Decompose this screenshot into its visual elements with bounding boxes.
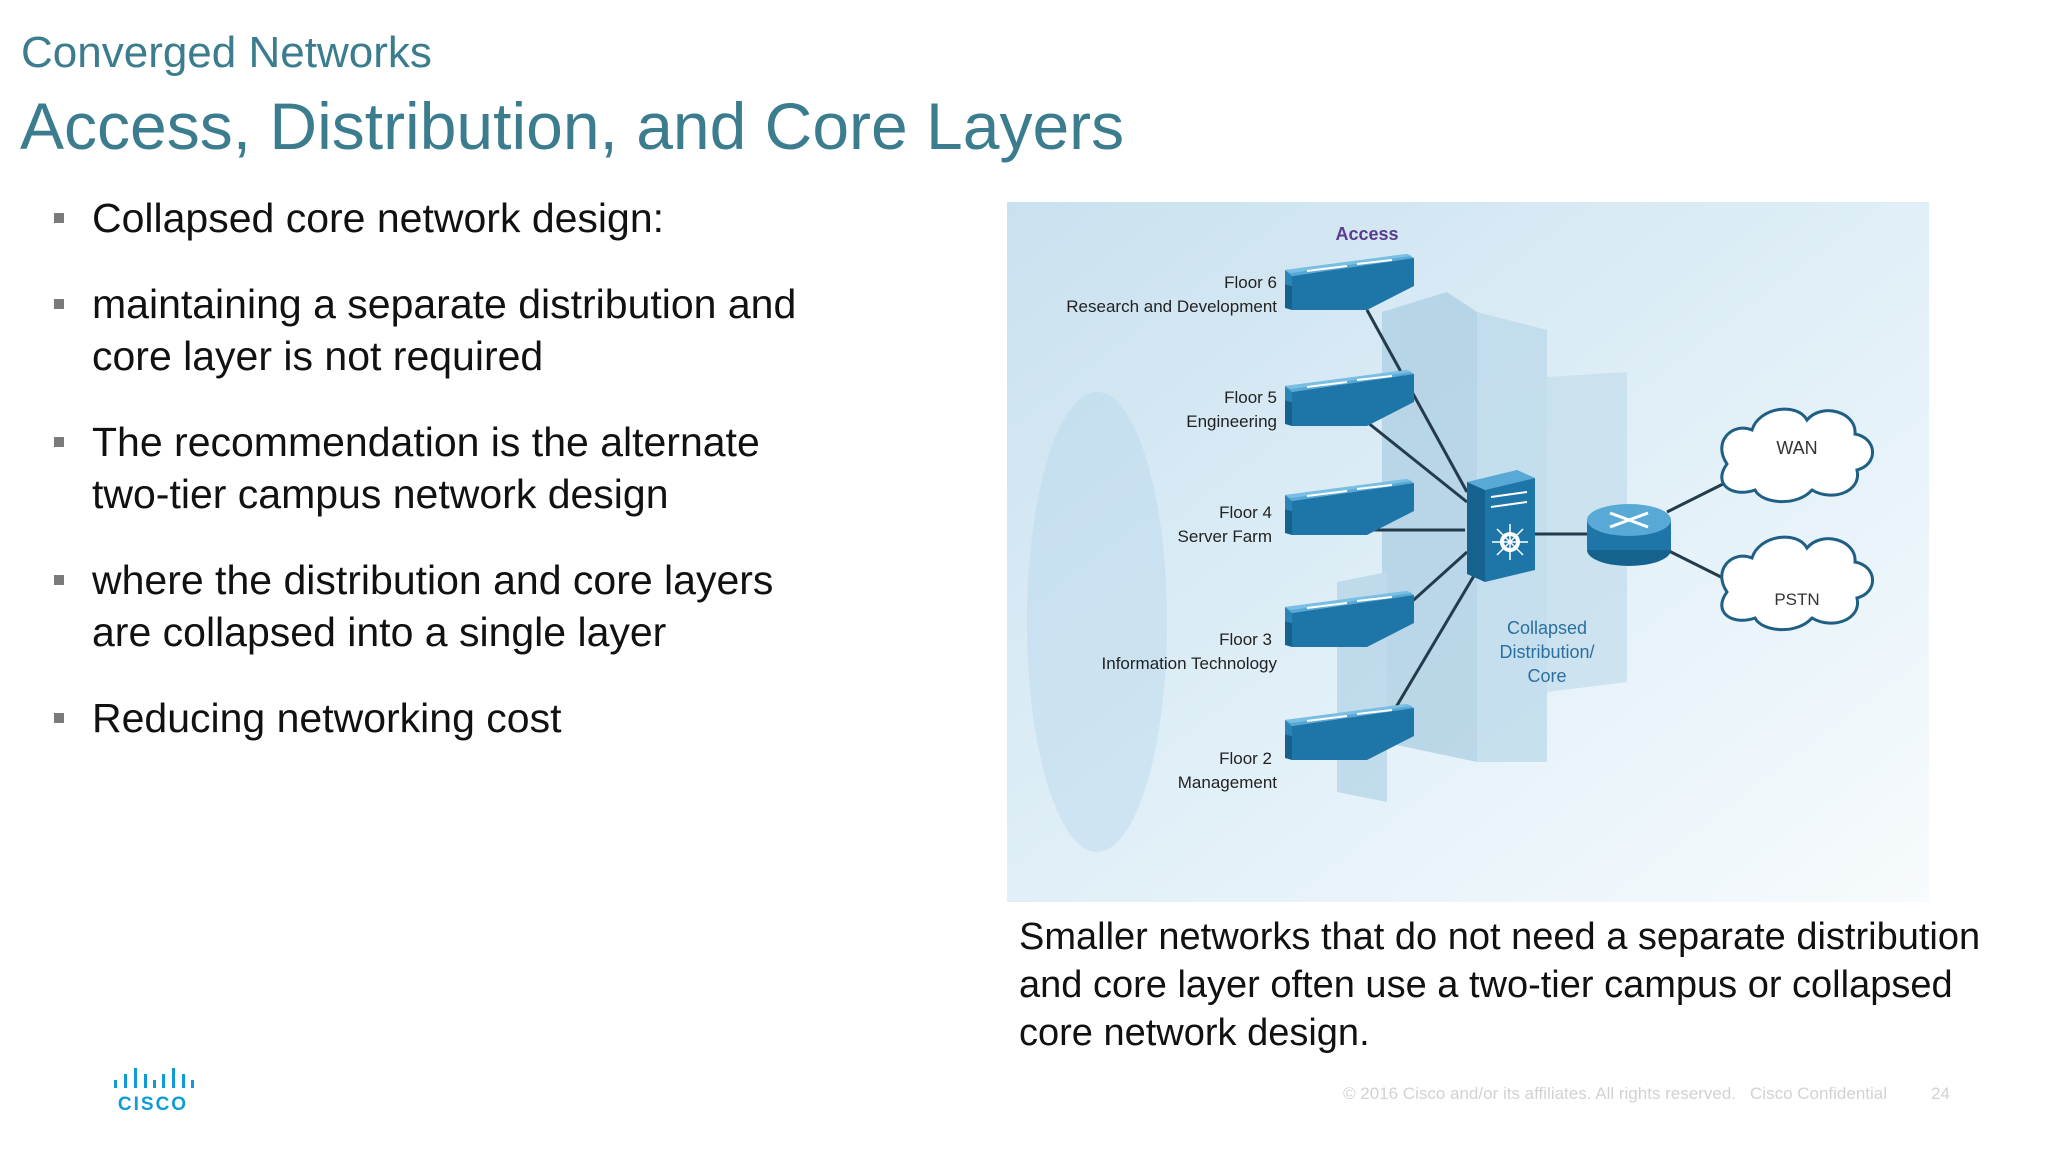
core-label-line: Distribution/ xyxy=(1499,642,1594,662)
department-label: Engineering xyxy=(1186,412,1277,431)
slide-title: Access, Distribution, and Core Layers xyxy=(20,89,1125,163)
bullet-item: The recommendation is the alternate two-… xyxy=(54,416,834,520)
bullet-marker-icon xyxy=(54,713,64,723)
access-label: Access xyxy=(1335,224,1398,244)
multilayer-switch-icon xyxy=(1467,470,1535,582)
bullet-marker-icon xyxy=(54,213,64,223)
bullet-text: The recommendation is the alternate two-… xyxy=(92,419,760,517)
floor-label: Floor 4 xyxy=(1219,503,1272,522)
department-label: Research and Development xyxy=(1066,297,1277,316)
page-number: 24 xyxy=(1931,1084,1950,1103)
bullet-text: where the distribution and core layers a… xyxy=(92,557,774,655)
core-label-line: Core xyxy=(1527,666,1566,686)
bullet-item: Reducing networking cost xyxy=(54,692,834,744)
switch-arrows xyxy=(1306,259,1393,722)
cisco-logo: CISCO xyxy=(114,1068,194,1115)
cloud-icon xyxy=(1720,407,1874,504)
access-switch-icon xyxy=(1285,254,1414,310)
cisco-logo-text: CISCO xyxy=(118,1094,188,1115)
bullet-text: maintaining a separate distribution and … xyxy=(92,281,797,379)
slide-subtitle: Converged Networks xyxy=(21,28,432,77)
floor-label: Floor 3 xyxy=(1219,630,1272,649)
background-swirl xyxy=(1027,392,1167,852)
department-label: Information Technology xyxy=(1102,654,1278,673)
floor-label: Floor 2 xyxy=(1219,749,1272,768)
pstn-label: PSTN xyxy=(1774,590,1819,609)
bullet-marker-icon xyxy=(54,437,64,447)
floor-label: Floor 6 xyxy=(1224,273,1277,292)
wan-label: WAN xyxy=(1776,438,1817,458)
bullet-list: Collapsed core network design: maintaini… xyxy=(54,192,834,778)
building-icon xyxy=(1337,292,1627,802)
diagram-caption: Smaller networks that do not need a sepa… xyxy=(1019,916,1981,1054)
footer-copyright: © 2016 Cisco and/or its affiliates. All … xyxy=(1343,1084,1737,1103)
bullet-item: maintaining a separate distribution and … xyxy=(54,278,834,382)
network-diagram: Access Floor 6 Research and Development … xyxy=(1007,202,1929,902)
bullet-marker-icon xyxy=(54,299,64,309)
cisco-bars-icon xyxy=(114,1068,194,1088)
router-icon xyxy=(1587,504,1671,566)
department-label: Server Farm xyxy=(1178,527,1272,546)
bullet-text: Collapsed core network design: xyxy=(92,195,665,241)
bullet-item: where the distribution and core layers a… xyxy=(54,554,834,658)
cloud-icon xyxy=(1720,535,1874,632)
floor-label: Floor 5 xyxy=(1224,388,1277,407)
bullet-marker-icon xyxy=(54,575,64,585)
core-label-line: Collapsed xyxy=(1507,618,1587,638)
bullet-item: Collapsed core network design: xyxy=(54,192,834,244)
department-label: Management xyxy=(1178,773,1278,792)
footer-confidential: Cisco Confidential xyxy=(1750,1084,1888,1103)
bullet-text: Reducing networking cost xyxy=(92,695,562,741)
footer: © 2016 Cisco and/or its affiliates. All … xyxy=(1343,1084,1950,1104)
